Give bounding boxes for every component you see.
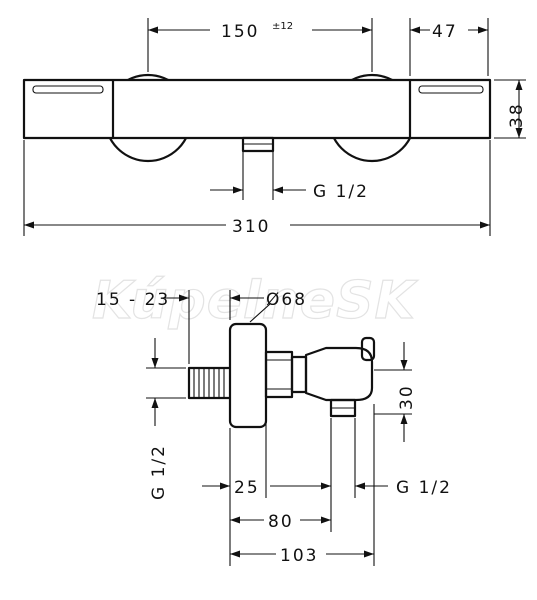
side-body (304, 346, 374, 402)
left-handle-groove (32, 85, 104, 94)
inlet-thread (187, 366, 233, 400)
dim-80: 80 (230, 512, 331, 532)
dim-150: 150 ±12 (147, 18, 373, 72)
dim-15-23-label: 15 - 23 (96, 290, 170, 310)
thermostat-body (22, 78, 492, 140)
dim-30: 30 (374, 342, 417, 442)
dim-47: 47 (409, 18, 489, 76)
side-knob (360, 336, 376, 362)
dim-g12-top: G 1/2 (210, 152, 369, 202)
dim-30-label: 30 (397, 384, 417, 410)
side-view-drawing (187, 322, 376, 429)
side-rosette (228, 322, 268, 429)
dim-g12-outlet: G 1/2 (304, 418, 452, 532)
dim-g12-outlet-label: G 1/2 (396, 478, 452, 498)
watermark-text: KúpelneSK (92, 271, 419, 331)
dim-d68: Ø68 (229, 290, 307, 323)
top-view-drawing (22, 73, 492, 163)
dim-25-label: 25 (234, 478, 260, 498)
dim-150-label: 150 (221, 22, 259, 42)
dim-310: 310 (23, 140, 491, 237)
dim-15-23: 15 - 23 (96, 290, 190, 364)
connector-nut (264, 350, 294, 399)
dim-38-label: 38 (507, 102, 527, 128)
dim-103: 103 (230, 404, 375, 566)
dim-d68-label: Ø68 (266, 290, 307, 310)
dim-103-label: 103 (280, 546, 318, 566)
right-handle-groove (418, 85, 484, 94)
dim-38: 38 (494, 79, 527, 139)
dim-g12-side: G 1/2 (146, 338, 186, 500)
dim-g12-side-label: G 1/2 (149, 444, 169, 500)
dim-150-tolerance: ±12 (272, 21, 293, 32)
dim-310-label: 310 (232, 217, 270, 237)
dim-g12-top-label: G 1/2 (313, 182, 369, 202)
dim-80-label: 80 (268, 512, 294, 532)
dim-47-label: 47 (432, 22, 458, 42)
